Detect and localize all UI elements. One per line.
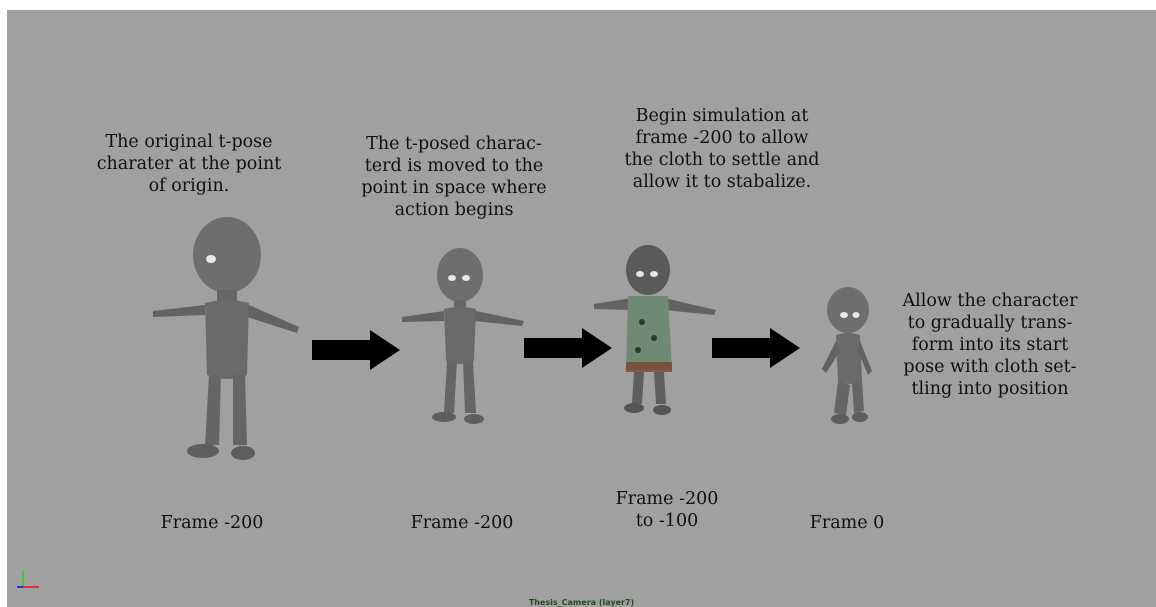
camera-label: Thesis_Camera (layer7) — [528, 598, 635, 607]
axis-gizmo-icon — [17, 571, 39, 588]
caption-step-2: The t-posed charac- terd is moved to the… — [361, 134, 547, 220]
character-with-cloth — [594, 245, 716, 415]
arrow-right-1 — [312, 330, 400, 370]
frame-label-1: Frame -200 — [160, 513, 264, 533]
arrow-right-3 — [712, 328, 800, 368]
caption-step-3: Begin simulation at frame -200 to allow … — [624, 106, 820, 192]
frame-label-2: Frame -200 — [410, 513, 514, 533]
arrow-right-2 — [524, 328, 612, 368]
character-start-pose — [822, 287, 872, 424]
viewport[interactable]: The original t-pose charater at the poin… — [7, 10, 1156, 607]
caption-step-1: The original t-pose charater at the poin… — [96, 132, 282, 196]
frame-label-3: Frame -200 to -100 — [615, 489, 719, 531]
character-tpose-origin — [153, 217, 299, 460]
character-tpose-moved — [402, 248, 524, 424]
caption-step-4: Allow the character to gradually trans- … — [902, 291, 1078, 399]
frame-label-4: Frame 0 — [809, 513, 885, 533]
